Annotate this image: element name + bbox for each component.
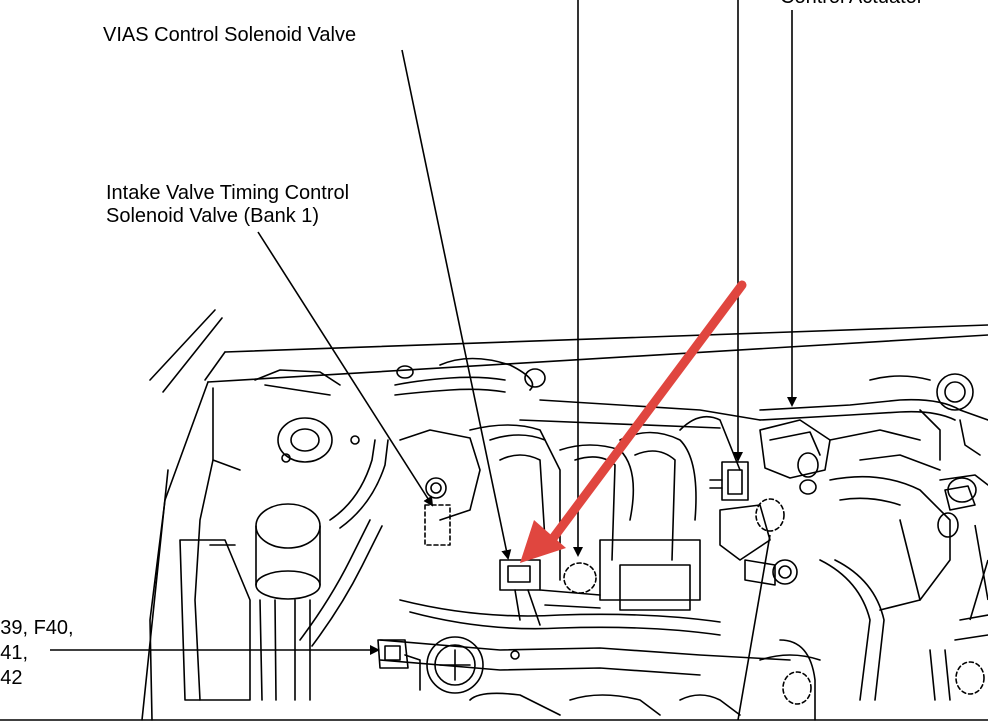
label-intake-valve-timing: Intake Valve Timing Control Solenoid Val… <box>106 182 349 228</box>
label-connector-line-2: F41, <box>0 642 29 664</box>
callout-leaders <box>50 0 988 721</box>
label-intake-line-1: Intake Valve Timing Control <box>106 182 350 204</box>
label-intake-line-2: Solenoid Valve (Bank 1) <box>106 205 320 227</box>
label-connector-codes: F39, F40, F41, F42 <box>0 616 74 691</box>
leader-lower-3 <box>969 559 988 621</box>
label-top-right-partial: Control Actuator <box>780 0 923 9</box>
label-connector-line-1: F39, F40, <box>0 617 74 639</box>
label-connector-line-3: F42 <box>0 667 23 689</box>
leader-lower-2 <box>974 524 988 601</box>
leader-vias <box>401 49 512 560</box>
label-vias-control-solenoid-valve: VIAS Control Solenoid Valve <box>103 24 357 46</box>
engine-drawing <box>0 309 988 721</box>
leader-lower-1 <box>737 534 771 721</box>
leader-intake-timing <box>257 231 434 507</box>
red-highlight-arrow <box>520 280 747 563</box>
